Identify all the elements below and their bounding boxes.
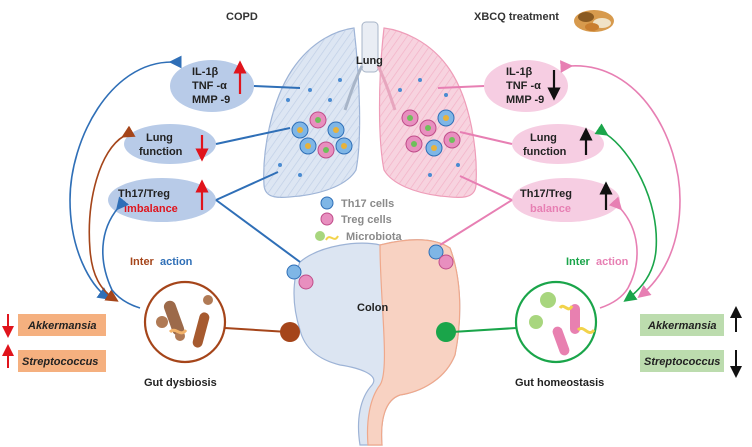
left-lung-function-node: Lung function	[124, 124, 216, 164]
right-lung-function-line1: Lung	[530, 132, 557, 144]
left-cytokine-2: TNF -α	[192, 80, 227, 92]
left-interaction-b: action	[160, 256, 193, 268]
th17-legend-icon	[320, 196, 334, 210]
left-cytokine-3: MMP -9	[192, 94, 230, 106]
legend-treg: Treg cells	[341, 214, 392, 226]
streptococcus-label-right: Streptococcus	[644, 356, 720, 368]
legend-microbiota: Microbiota	[346, 231, 402, 243]
akkermansia-box-right	[640, 314, 724, 336]
left-cytokine-1: IL-1β	[192, 66, 219, 78]
right-gut-connector	[451, 327, 517, 333]
left-cytokines-gut-arrow	[69, 55, 182, 300]
legend: Th17 cells Treg cells Microbiota	[315, 196, 402, 243]
right-lung-function-line2: function	[523, 146, 567, 158]
left-lungfn-gut-arrow	[88, 125, 136, 302]
right-cytokine-3: MMP -9	[506, 94, 544, 106]
lung-right-xbcq	[378, 27, 477, 198]
lung-cells-left	[278, 78, 353, 177]
colon	[286, 239, 461, 446]
left-lung-connectors	[215, 85, 301, 263]
gut-dysbiosis-circle	[143, 280, 227, 364]
right-cytokine-2: TNF -α	[506, 80, 541, 92]
right-lungfn-gut-arrow	[594, 123, 658, 302]
legend-th17: Th17 cells	[341, 198, 394, 210]
lung-cells-right	[398, 78, 461, 177]
gut-homeostasis-label: Gut homeostasis	[515, 377, 604, 389]
header-xbcq: XBCQ treatment	[474, 11, 559, 23]
left-th17-state: imbalance	[124, 203, 178, 215]
right-interaction-a: Inter	[566, 256, 591, 268]
right-cytokines-node: IL-1β TNF -α MMP -9	[484, 60, 568, 112]
akkermansia-label-left: Akkermansia	[27, 320, 97, 332]
right-lung-function-node: Lung function	[512, 124, 604, 164]
left-th17-node: Th17/Treg imbalance	[108, 178, 216, 222]
gut-homeostasis-circle	[514, 280, 598, 364]
left-th17-gut-arrow	[102, 196, 141, 309]
header-copd: COPD	[226, 11, 258, 23]
streptococcus-label-left: Streptococcus	[22, 356, 98, 368]
microbiota-legend-icon	[315, 231, 339, 241]
streptococcus-box-left	[18, 350, 106, 372]
herb-image	[574, 10, 614, 32]
left-lung-function-line1: Lung	[146, 132, 173, 144]
left-gut-connector	[224, 327, 289, 333]
gut-dysbiosis-label: Gut dysbiosis	[144, 377, 217, 389]
streptococcus-box-right	[640, 350, 724, 372]
trachea	[343, 21, 397, 111]
right-cytokine-1: IL-1β	[506, 66, 533, 78]
right-gut-node-dot	[436, 322, 456, 342]
right-interaction-b: action	[596, 256, 629, 268]
left-cytokines-node: IL-1β TNF -α MMP -9	[170, 60, 254, 112]
left-th17-label: Th17/Treg	[118, 188, 170, 200]
right-th17-gut-arrow	[599, 196, 638, 309]
left-gut-node-dot	[280, 322, 300, 342]
right-cytokines-gut-arrow	[560, 60, 681, 299]
right-th17-node: Th17/Treg balance	[512, 178, 620, 222]
lung-label: Lung	[356, 55, 383, 67]
akkermansia-label-right: Akkermansia	[647, 320, 717, 332]
treg-legend-icon	[320, 212, 334, 226]
left-lung-function-line2: function	[139, 146, 183, 158]
colon-label: Colon	[357, 302, 388, 314]
right-lung-connectors	[437, 85, 513, 246]
left-interaction-a: Inter	[130, 256, 155, 268]
right-th17-state: balance	[530, 203, 571, 215]
lung-left-copd	[263, 27, 361, 198]
akkermansia-box-left	[18, 314, 106, 336]
right-th17-label: Th17/Treg	[520, 188, 572, 200]
